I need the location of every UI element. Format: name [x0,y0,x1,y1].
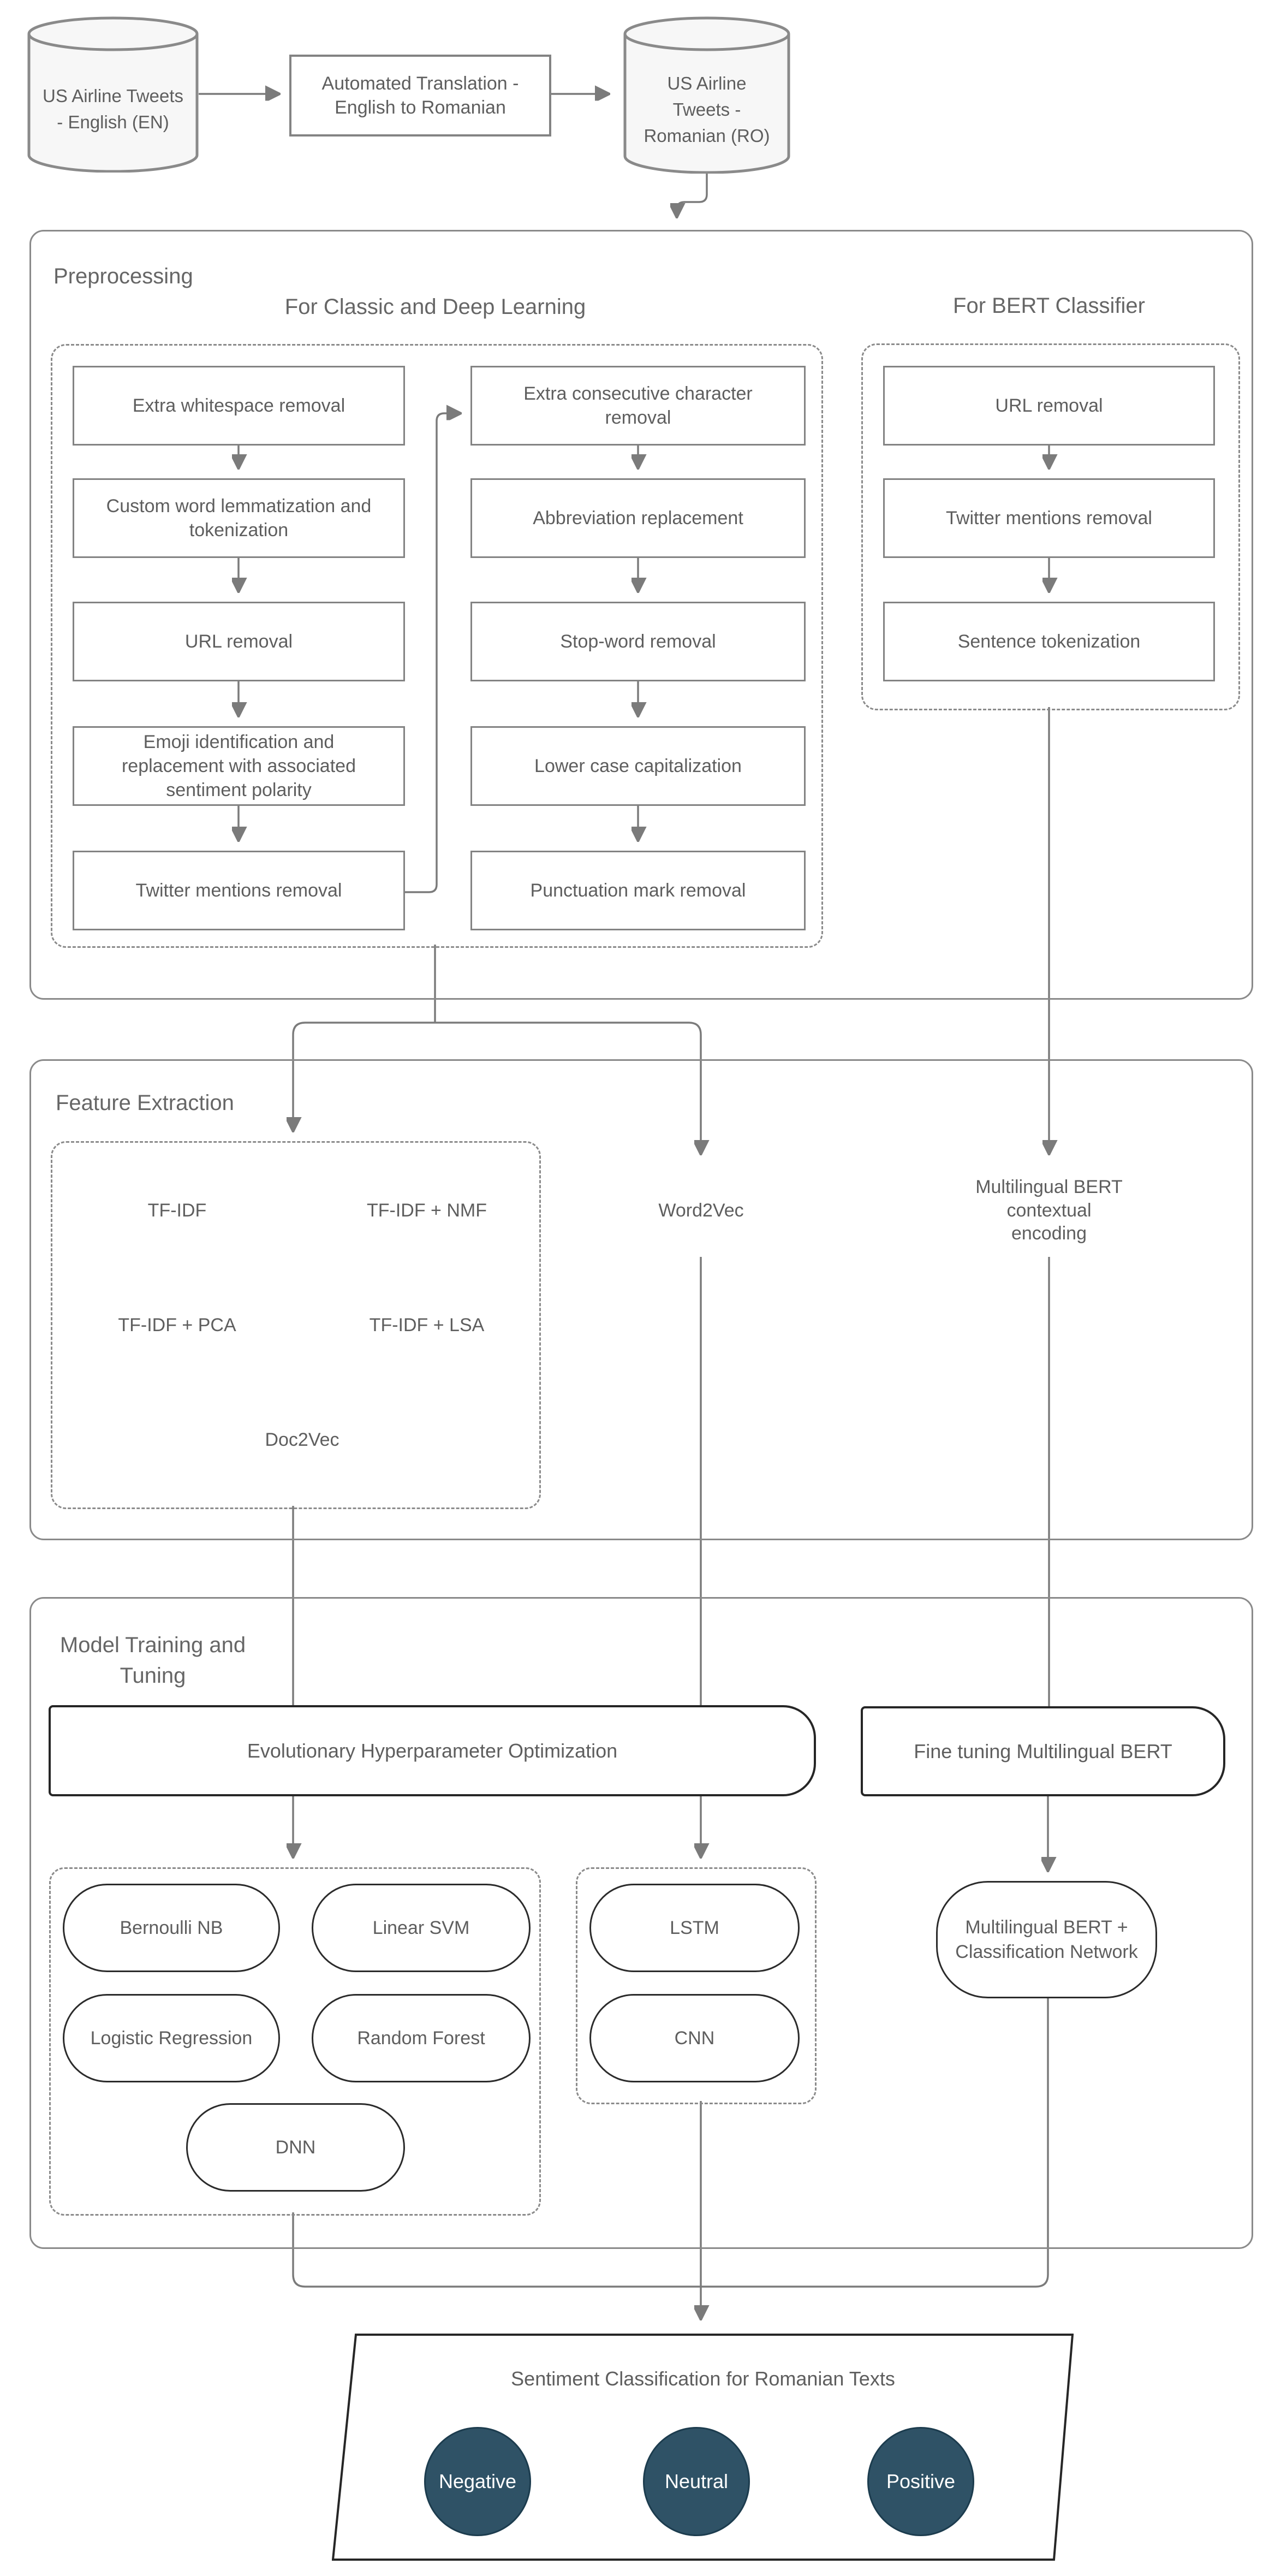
group-classic-models [49,1867,541,2216]
feature-label: Word2Vec [658,1200,744,1221]
model-bernoulli-nb: Bernoulli NB [63,1884,280,1972]
section-title-feature-extraction: Feature Extraction [56,1091,234,1115]
cylinder-shape [623,16,790,174]
model-label: Multilingual BERT + Classification Netwo… [955,1917,1138,1962]
step-extra-consecutive-char-removal: Extra consecutive character removal [470,366,806,446]
database-en: US Airline Tweets - English (EN) [27,16,199,173]
step-label: Emoji identification and replacement wit… [121,731,356,801]
step-stopword-removal: Stop-word removal [470,602,806,681]
translation-label: Automated Translation - English to Roman… [321,73,519,118]
step-abbreviation-replacement: Abbreviation replacement [470,478,806,558]
cylinder-shape [27,16,199,173]
feature-label: TF-IDF + PCA [118,1314,236,1336]
database-ro: US Airline Tweets - Romanian (RO) [623,16,790,174]
step-lowercase-capitalization: Lower case capitalization [470,726,806,806]
group-bert-preprocessing [861,343,1240,710]
database-ro-label: US Airline Tweets - Romanian (RO) [644,73,770,146]
model-dnn: DNN [186,2103,405,2192]
model-label: LSTM [670,1917,719,1938]
step-label: Abbreviation replacement [533,507,743,529]
connector-bertmodel-merge [701,1998,1049,2288]
model-label: DNN [275,2136,316,2158]
model-label: Linear SVM [372,1917,470,1938]
tune-label: Evolutionary Hyperparameter Optimization [247,1739,618,1762]
evolutionary-hyperparameter-optimization: Evolutionary Hyperparameter Optimization [49,1705,816,1796]
step-label: Sentence tokenization [957,631,1141,652]
model-cnn: CNN [589,1994,800,2082]
group-deep-models [576,1867,817,2104]
connector-twitter-to-consecutive [405,413,461,893]
step-label: URL removal [995,395,1103,416]
section-preprocessing [29,230,1253,1000]
step-url-removal: URL removal [73,602,405,681]
bert-step-sentence-tokenization: Sentence tokenization [883,602,1215,681]
heading-classic-deep: For Classic and Deep Learning [284,295,586,319]
step-label: URL removal [184,631,293,652]
sentiment-neutral: Neutral [643,2427,750,2536]
tune-label: Fine tuning Multilingual BERT [914,1740,1172,1762]
fine-tuning-multilingual-bert: Fine tuning Multilingual BERT [861,1706,1225,1796]
step-label: Punctuation mark removal [530,880,746,901]
translation-box: Automated Translation - English to Roman… [289,55,551,136]
model-label: CNN [674,2027,715,2049]
step-label: Twitter mentions removal [135,880,342,901]
step-label: Stop-word removal [560,631,716,652]
connector-split-left [293,1022,435,1131]
bert-step-twitter-mentions-removal: Twitter mentions removal [883,478,1215,558]
section-title-model-training: Model Training and Tuning [59,1633,246,1688]
feature-label: TF-IDF [147,1200,207,1221]
feature-tfidf-lsa: TF-IDF + LSA [326,1279,528,1372]
connector-ro-to-preprocessing [677,174,708,217]
sentiment-positive: Positive [867,2427,974,2536]
model-multilingual-bert-classification: Multilingual BERT + Classification Netwo… [936,1881,1157,1998]
model-label: Logistic Regression [90,2027,253,2049]
feature-label: TF-IDF + LSA [369,1314,485,1336]
feature-tfidf-pca: TF-IDF + PCA [76,1279,278,1372]
model-label: Random Forest [357,2027,485,2049]
step-twitter-mentions-removal: Twitter mentions removal [73,851,405,930]
step-custom-lemmatization: Custom word lemmatization and tokenizati… [73,478,405,558]
feature-tfidf: TF-IDF [76,1164,278,1257]
section-model-training [29,1597,1253,2249]
connector-classic-merge [292,2212,701,2288]
step-label: Extra whitespace removal [132,395,345,416]
group-tfidf-features [51,1141,541,1509]
feature-bert-encoding: Multilingual BERT contextual encoding [940,1164,1158,1257]
feature-label: TF-IDF + NMF [366,1200,487,1221]
feature-tfidf-nmf: TF-IDF + NMF [326,1164,528,1257]
step-label: Extra consecutive character removal [523,383,753,428]
model-label: Bernoulli NB [120,1917,223,1938]
feature-label: Doc2Vec [265,1429,339,1450]
step-extra-whitespace-removal: Extra whitespace removal [73,366,405,446]
sentiment-label: Positive [886,2470,956,2492]
output-parallelogram: Sentiment Classification for Romanian Te… [332,2334,1074,2561]
feature-word2vec: Word2Vec [592,1164,810,1257]
connector-split-right [435,1022,701,1154]
database-en-label: US Airline Tweets - English (EN) [43,86,184,132]
sentiment-negative: Negative [424,2427,531,2536]
bert-step-url-removal: URL removal [883,366,1215,446]
group-classic-preprocessing [51,344,823,948]
section-feature-extraction [29,1059,1253,1540]
sentiment-label: Neutral [664,2470,729,2492]
model-lstm: LSTM [589,1884,800,1972]
feature-doc2vec: Doc2Vec [203,1393,401,1486]
heading-bert-classifier: For BERT Classifier [953,294,1145,318]
step-label: Custom word lemmatization and tokenizati… [106,495,372,541]
step-emoji-identification: Emoji identification and replacement wit… [73,726,405,806]
sentiment-label: Negative [438,2470,517,2492]
output-title: Sentiment Classification for Romanian Te… [511,2367,895,2390]
feature-label: Multilingual BERT contextual encoding [975,1177,1123,1244]
model-logistic-regression: Logistic Regression [63,1994,280,2082]
section-title-preprocessing: Preprocessing [53,264,193,288]
step-punctuation-removal: Punctuation mark removal [470,851,806,930]
step-label: Twitter mentions removal [946,507,1152,529]
model-random-forest: Random Forest [312,1994,531,2082]
model-linear-svm: Linear SVM [312,1884,531,1972]
step-label: Lower case capitalization [534,755,742,776]
